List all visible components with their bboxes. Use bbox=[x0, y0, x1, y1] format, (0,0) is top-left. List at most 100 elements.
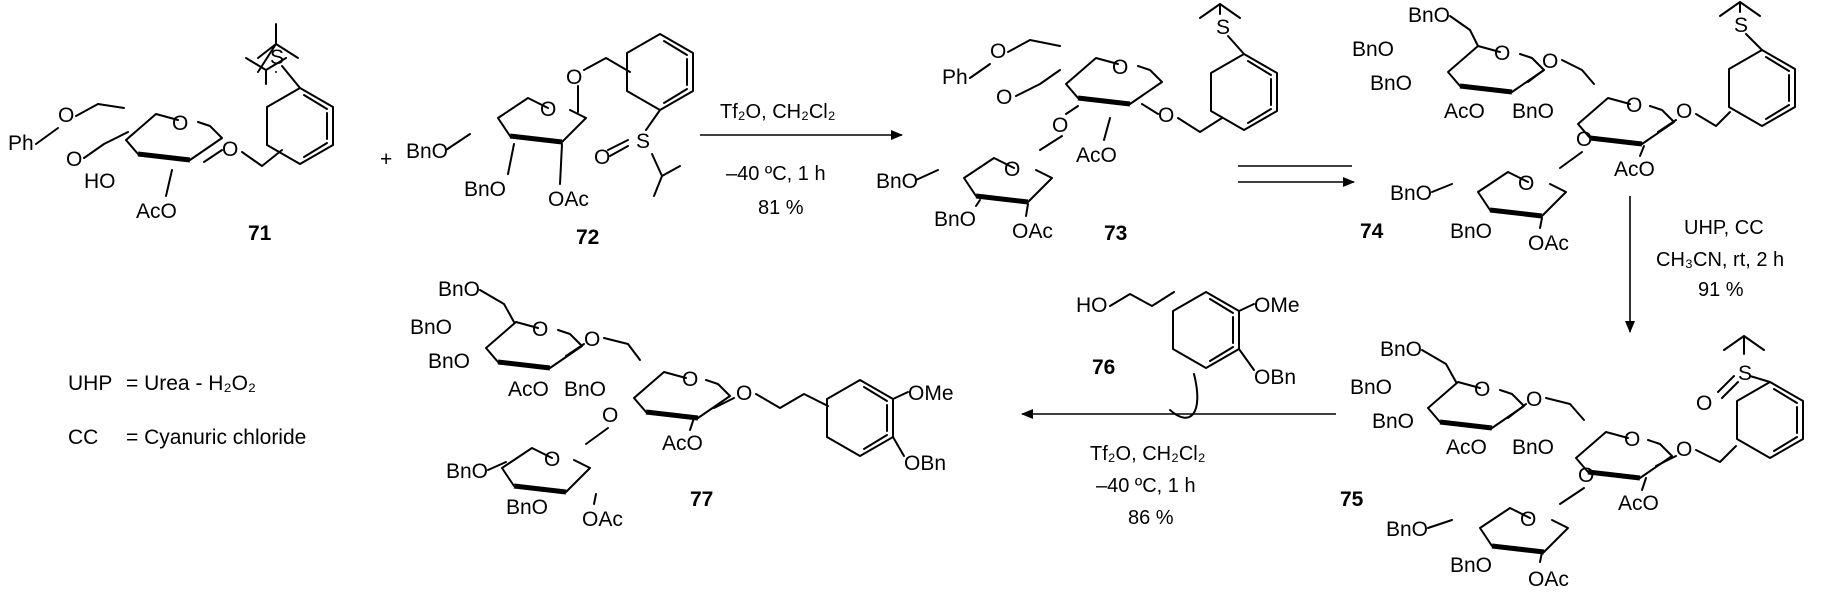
compound-72: BnO O BnO OAc O S O 72 bbox=[406, 33, 694, 249]
interglycosidic-o-label: O bbox=[1576, 128, 1592, 151]
compound-73: Ph O O O O S O AcO O BnO BnO OAc 73 bbox=[876, 3, 1278, 245]
benzyloxy-label: BnO bbox=[464, 178, 506, 201]
benzyloxy-label: BnO bbox=[934, 208, 976, 231]
acetoxy-label: AcO bbox=[1444, 100, 1485, 123]
conditions-label: –40 ºC, 1 h bbox=[1096, 475, 1196, 497]
ph-label: Ph bbox=[942, 66, 968, 89]
interglycosidic-o-label: O bbox=[1542, 50, 1558, 73]
interglycosidic-o-label: O bbox=[602, 404, 618, 427]
ring-o-label: O bbox=[544, 448, 560, 471]
acetoxy-label: AcO bbox=[1618, 492, 1659, 515]
benzyloxy-label: BnO bbox=[564, 378, 606, 401]
reagents-label: UHP, CC bbox=[1684, 217, 1764, 239]
legend-abbr-cc: CC bbox=[68, 426, 98, 449]
sulfur-label: S bbox=[270, 46, 284, 69]
yield-label: 81 % bbox=[758, 197, 804, 219]
ring-o-label: O bbox=[1004, 158, 1020, 181]
acetal-o-label: O bbox=[66, 148, 82, 171]
sulfoxide-o-label: O bbox=[594, 146, 610, 169]
legend-abbr-uhp: UHP bbox=[68, 372, 112, 395]
reagents-label: Tf₂O, CH₂Cl₂ bbox=[720, 101, 836, 123]
acetoxy-label: AcO bbox=[1614, 158, 1655, 181]
benzyloxy-label: BnO bbox=[1372, 410, 1414, 433]
conditions-label: –40 ºC, 1 h bbox=[726, 163, 826, 185]
ring-o-label: O bbox=[1518, 172, 1534, 195]
benzyloxy-label: OBn bbox=[1254, 366, 1296, 389]
compound-71: Ph O O O HO AcO O S 71 bbox=[8, 23, 334, 245]
sulfur-label: S bbox=[1216, 16, 1230, 39]
reaction-step-4: Tf₂O, CH₂Cl₂ –40 ºC, 1 h 86 % bbox=[1021, 409, 1336, 529]
glycosidic-o-label: O bbox=[222, 138, 238, 161]
reagents-label: Tf₂O, CH₂Cl₂ bbox=[1090, 443, 1206, 465]
acetal-o-label: O bbox=[58, 104, 74, 127]
acetoxy-label: AcO bbox=[662, 432, 703, 455]
ring-o-label: O bbox=[172, 112, 188, 135]
ring-o-label: O bbox=[540, 98, 556, 121]
compound-75: BnO BnO BnO AcO O O BnO O O S O O AcO O … bbox=[1340, 335, 1804, 591]
benzyloxy-label: BnO bbox=[506, 496, 548, 519]
reaction-step-2-multistep bbox=[1238, 165, 1355, 187]
acetal-o-label: O bbox=[996, 86, 1012, 109]
glycosidic-o-label: O bbox=[1676, 100, 1692, 123]
compound-number: 75 bbox=[1340, 488, 1364, 511]
benzyloxy-label: BnO bbox=[438, 278, 480, 301]
conditions-label: CH₃CN, rt, 2 h bbox=[1656, 249, 1784, 271]
ring-o-label: O bbox=[1494, 42, 1510, 65]
reaction-step-3: UHP, CC CH₃CN, rt, 2 h 91 % bbox=[1625, 196, 1784, 333]
legend-def-cc: = Cyanuric chloride bbox=[126, 426, 306, 449]
benzyloxy-label: BnO bbox=[1386, 518, 1428, 541]
ring-o-label: O bbox=[1626, 94, 1642, 117]
methoxy-label: OMe bbox=[908, 382, 954, 405]
benzyloxy-label: BnO bbox=[406, 140, 448, 163]
yield-label: 86 % bbox=[1128, 507, 1174, 529]
benzyloxy-label: BnO bbox=[1512, 100, 1554, 123]
compound-number: 71 bbox=[248, 222, 272, 245]
ring-o-label: O bbox=[1474, 378, 1490, 401]
ring-o-label: O bbox=[1624, 428, 1640, 451]
acetoxy-label: AcO bbox=[508, 378, 549, 401]
acetoxy-label: OAc bbox=[582, 508, 623, 531]
acetoxy-label: OAc bbox=[1528, 232, 1569, 255]
hydroxyl-label: HO bbox=[1076, 294, 1108, 317]
sulfoxide-o-label: O bbox=[1696, 392, 1712, 415]
benzyloxy-label: BnO bbox=[1380, 338, 1422, 361]
interglycosidic-o-label: O bbox=[1578, 464, 1594, 487]
glycosidic-o-label: O bbox=[736, 382, 752, 405]
methoxy-label: OMe bbox=[1254, 294, 1300, 317]
ring-o-label: O bbox=[1520, 508, 1536, 531]
acetoxy-label: AcO bbox=[136, 200, 177, 223]
compound-76: HO OMe OBn 76 bbox=[1076, 291, 1300, 419]
acetal-o-label: O bbox=[990, 40, 1006, 63]
ring-o-label: O bbox=[682, 368, 698, 391]
compound-number: 74 bbox=[1360, 220, 1384, 243]
plus-sign: + bbox=[380, 148, 392, 171]
benzyloxy-label: OBn bbox=[904, 452, 946, 475]
abbreviation-legend: UHP = Urea - H₂O₂ CC = Cyanuric chloride bbox=[68, 372, 306, 449]
compound-number: 72 bbox=[576, 226, 599, 249]
compound-number: 73 bbox=[1104, 222, 1127, 245]
sulfur-label: S bbox=[1734, 14, 1748, 37]
yield-label: 91 % bbox=[1698, 279, 1744, 301]
legend-def-uhp: = Urea - H₂O₂ bbox=[126, 372, 256, 395]
compound-74: BnO BnO BnO AcO O O BnO O O S O AcO O Bn… bbox=[1352, 1, 1796, 255]
benzyloxy-label: BnO bbox=[1450, 554, 1492, 577]
glycosidic-o-label: O bbox=[1676, 438, 1692, 461]
benzyloxy-label: BnO bbox=[1512, 436, 1554, 459]
benzyloxy-label: BnO bbox=[446, 460, 488, 483]
acetoxy-label: OAc bbox=[1012, 220, 1053, 243]
benzyloxy-label: BnO bbox=[1370, 72, 1412, 95]
hydroxyl-label: HO bbox=[84, 170, 116, 193]
acetoxy-label: OAc bbox=[548, 188, 589, 211]
compound-77: BnO BnO BnO AcO O O BnO O O OMe OBn O Ac… bbox=[410, 278, 954, 531]
addition-curve bbox=[1169, 373, 1199, 419]
benzyloxy-label: BnO bbox=[428, 350, 470, 373]
benzyloxy-label: BnO bbox=[410, 316, 452, 339]
compound-number: 76 bbox=[1092, 356, 1115, 379]
benzyloxy-label: BnO bbox=[1350, 376, 1392, 399]
reaction-step-1: Tf₂O, CH₂Cl₂ –40 ºC, 1 h 81 % bbox=[700, 101, 903, 219]
ring-o-label: O bbox=[532, 318, 548, 341]
benzyloxy-label: BnO bbox=[876, 170, 918, 193]
acetoxy-label: AcO bbox=[1076, 144, 1117, 167]
interglycosidic-o-label: O bbox=[1526, 388, 1542, 411]
